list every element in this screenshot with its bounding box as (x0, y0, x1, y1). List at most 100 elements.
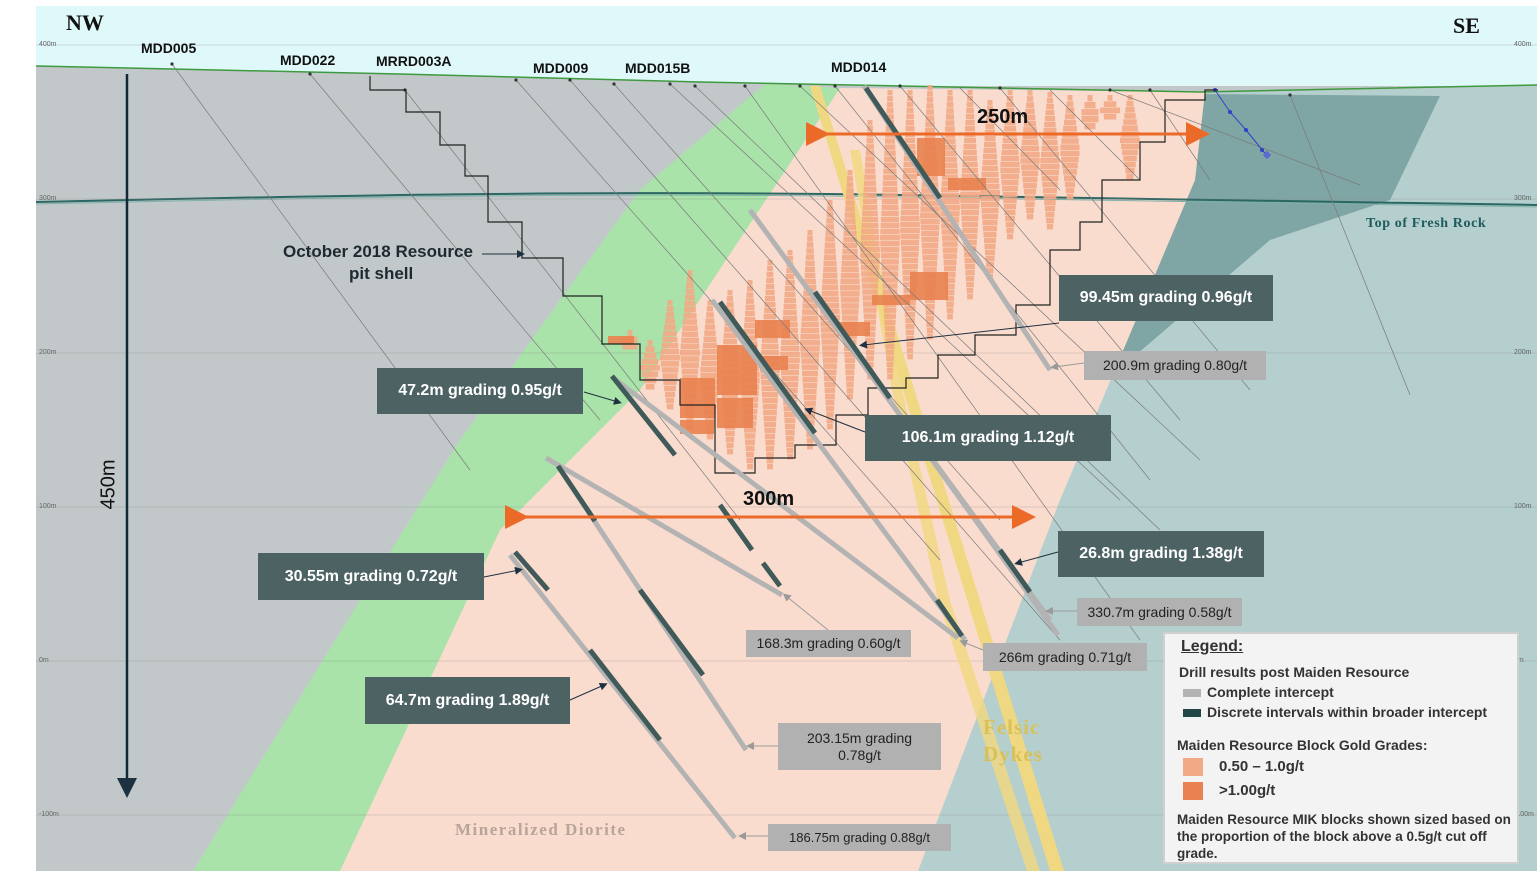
resource-block (841, 260, 859, 267)
resource-block (786, 448, 794, 454)
elev-left-100: 100m (39, 503, 57, 510)
resource-block (986, 262, 994, 268)
resource-block (1125, 167, 1135, 174)
resource-block (721, 393, 738, 400)
resource-block (961, 168, 978, 174)
resource-block (823, 260, 837, 266)
resource-block (783, 304, 797, 310)
resource-block (904, 144, 916, 150)
resource-block (1006, 96, 1014, 102)
resource-block (845, 206, 855, 212)
resource-block (780, 364, 800, 370)
resource-block (785, 274, 795, 280)
resource-block (1042, 140, 1058, 146)
resource-block (801, 315, 819, 322)
resource-block (943, 265, 956, 271)
resource-block (1000, 156, 1020, 162)
resource-block (764, 296, 775, 302)
leader-line (1050, 362, 1085, 371)
resource-block (745, 304, 755, 310)
resource-block (865, 349, 875, 356)
callout-99-45m: 99.45m grading 0.96g/t (1059, 275, 1273, 321)
resource-block (885, 349, 894, 356)
resource-block (1007, 90, 1013, 96)
collar-point (568, 78, 572, 82)
resource-block (766, 278, 774, 284)
resource-block (863, 307, 877, 313)
resource-block (845, 194, 855, 200)
resource-block (885, 138, 895, 144)
resource-block (820, 321, 840, 327)
resource-block (764, 422, 776, 428)
resource-block (702, 348, 718, 355)
resource-block (886, 114, 894, 120)
resource-block (840, 278, 860, 285)
resource-block (847, 176, 853, 182)
resource-block (706, 433, 714, 440)
resource-block (1060, 144, 1080, 150)
resource-block (925, 303, 935, 310)
elev-right-200: 200m (1514, 349, 1532, 356)
resource-block (901, 252, 919, 258)
resource-block (861, 271, 879, 277)
resource-block (880, 241, 900, 247)
dimension-300m: 300m (743, 488, 795, 510)
resource-block (667, 300, 673, 306)
collar-point (612, 82, 616, 86)
resource-block (863, 313, 877, 319)
resource-block (845, 363, 855, 370)
resource-block (841, 309, 859, 315)
resource-block (922, 261, 938, 267)
callout-203-15m-line1: 203.15m grading (806, 729, 913, 746)
resource-block (680, 343, 700, 350)
resource-block (947, 96, 953, 102)
resource-block (823, 363, 837, 369)
resource-block (666, 403, 674, 410)
resource-block-high (608, 336, 634, 344)
elev-right-400: 400m (1514, 41, 1532, 48)
resource-block (1047, 92, 1053, 98)
resource-block (783, 310, 797, 316)
resource-block (881, 271, 899, 277)
callout-106-1m: 106.1m grading 1.12g/t (865, 415, 1111, 461)
resource-block (1026, 213, 1034, 220)
resource-block (765, 446, 775, 452)
resource-block (682, 319, 698, 325)
resource-block (842, 254, 859, 261)
resource-block (1064, 181, 1076, 188)
leader-line (569, 682, 608, 701)
resource-block (1046, 224, 1054, 230)
legend-grade-low-swatch (1183, 758, 1203, 776)
resource-block (745, 445, 755, 451)
resource-block (784, 412, 796, 418)
resource-block (727, 290, 733, 296)
resource-block (962, 156, 978, 162)
resource-block (664, 385, 676, 392)
resource-block (920, 224, 940, 231)
resource-block (1021, 145, 1039, 152)
resource-block (802, 382, 818, 389)
resource-block (747, 463, 753, 470)
resource-block (982, 220, 998, 226)
resource-block (681, 362, 699, 368)
resource-block (900, 234, 920, 240)
resource-block (940, 198, 960, 205)
resource-block (1005, 216, 1015, 222)
resource-block (900, 216, 920, 222)
resource-block (1026, 207, 1034, 214)
legend-discrete-label: Discrete intervals within broader interc… (1207, 704, 1488, 720)
legend-complete-swatch (1183, 689, 1201, 697)
resource-block (744, 433, 756, 439)
resource-block (922, 255, 938, 261)
nw-label: NW (66, 10, 104, 35)
resource-block (1046, 98, 1054, 104)
resource-block (962, 162, 978, 168)
resource-block (784, 292, 796, 298)
resource-block (640, 365, 660, 371)
resource-block-high (948, 178, 986, 190)
resource-block (840, 297, 860, 303)
leader-line (782, 593, 829, 631)
resource-block (1046, 218, 1054, 224)
resource-block (685, 294, 695, 301)
resource-block (664, 324, 676, 330)
